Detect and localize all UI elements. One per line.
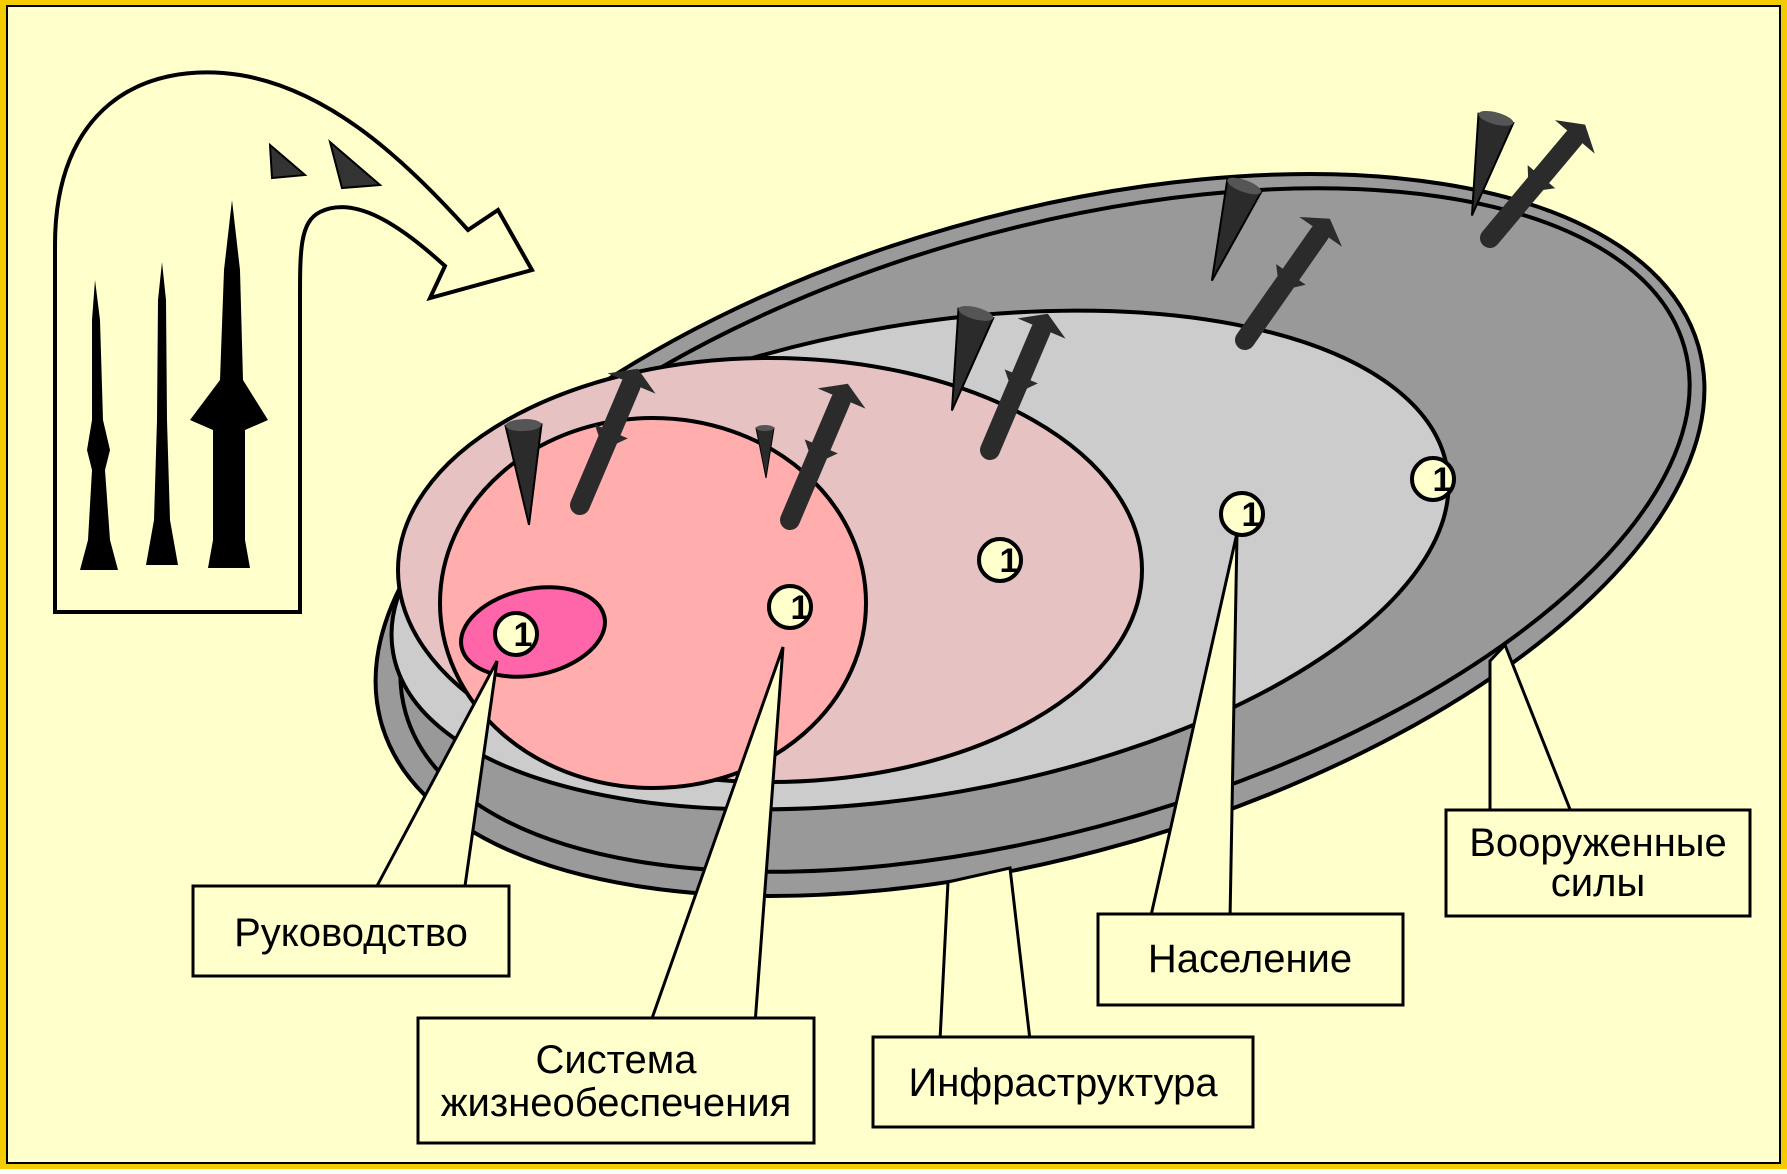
marker-text: 1 — [1242, 496, 1261, 534]
marker-text: 1 — [514, 616, 533, 654]
marker-population: 1 — [1221, 493, 1263, 535]
label-armed-forces-line1: Вооруженные — [1469, 821, 1727, 865]
marker-text: 1 — [791, 589, 810, 627]
label-life-support-line2: жизнеобеспечения — [441, 1081, 792, 1125]
marker-text: 1 — [1000, 542, 1019, 580]
marker-armed-forces: 1 — [1412, 458, 1454, 500]
marker-text: 1 — [1433, 461, 1452, 499]
marker-infrastructure: 1 — [979, 539, 1021, 581]
label-life-support: Система жизнеобеспечения — [418, 1018, 814, 1143]
label-population: Население — [1098, 914, 1403, 1005]
marker-life-support: 1 — [769, 586, 811, 628]
label-life-support-line1: Система — [535, 1038, 697, 1082]
label-armed-forces-line2: силы — [1551, 861, 1645, 905]
label-leadership: Руководство — [193, 886, 509, 976]
label-leadership-text: Руководство — [234, 911, 468, 955]
label-infrastructure: Инфраструктура — [873, 1037, 1253, 1127]
label-armed-forces: Вооруженные силы — [1446, 810, 1750, 916]
label-population-text: Население — [1148, 937, 1352, 981]
label-infrastructure-text: Инфраструктура — [908, 1061, 1218, 1105]
marker-leadership: 1 — [495, 613, 537, 655]
